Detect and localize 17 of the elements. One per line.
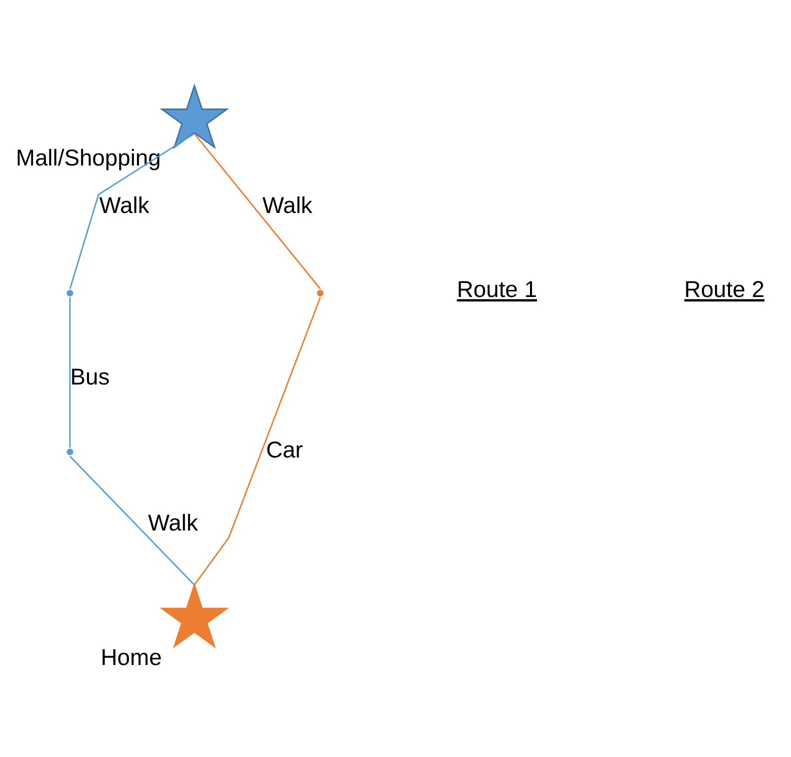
connector [193,132,320,289]
label: Route 1 [456,276,536,302]
connector [68,132,194,289]
node-point [66,289,73,296]
edge-label: Walk [147,508,198,535]
edge-label: Car [266,436,302,462]
edge-label: Walk [98,191,149,218]
node-point [316,289,324,296]
edge-label: Walk [262,191,312,218]
connector [68,455,194,585]
label: Route 2 [684,276,764,302]
connector [68,296,70,448]
node-point [66,448,73,455]
edge-label: Bus [70,362,110,389]
connector [193,296,320,585]
node-label: Mall/Shopping [15,144,160,170]
node-label: Home [100,643,162,670]
